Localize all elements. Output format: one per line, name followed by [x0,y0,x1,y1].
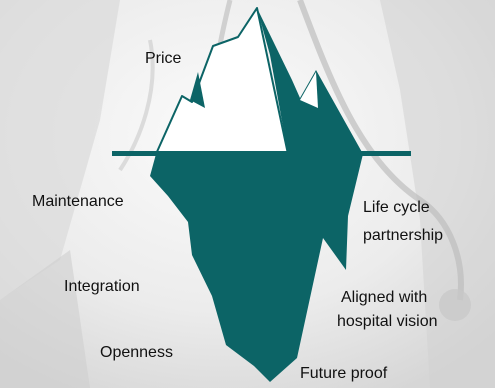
label-aligned-line1: Aligned with [341,289,428,306]
label-maintenance: Maintenance [32,193,124,210]
iceberg-tip-shade-left [190,72,205,108]
iceberg-underwater [150,154,363,382]
label-integration: Integration [64,278,140,295]
iceberg-tip [155,7,289,155]
label-life-cycle-line1: Life cycle [363,199,430,216]
label-future-proof: Future proof [300,365,388,382]
label-openness: Openness [100,344,173,361]
water-line [112,151,411,156]
label-life-cycle-line2: partnership [363,227,444,244]
label-price: Price [145,50,182,67]
iceberg-tip-highlight [300,72,318,108]
iceberg-tip-shade-right [257,8,363,154]
label-aligned-line2: hospital vision [337,313,438,330]
